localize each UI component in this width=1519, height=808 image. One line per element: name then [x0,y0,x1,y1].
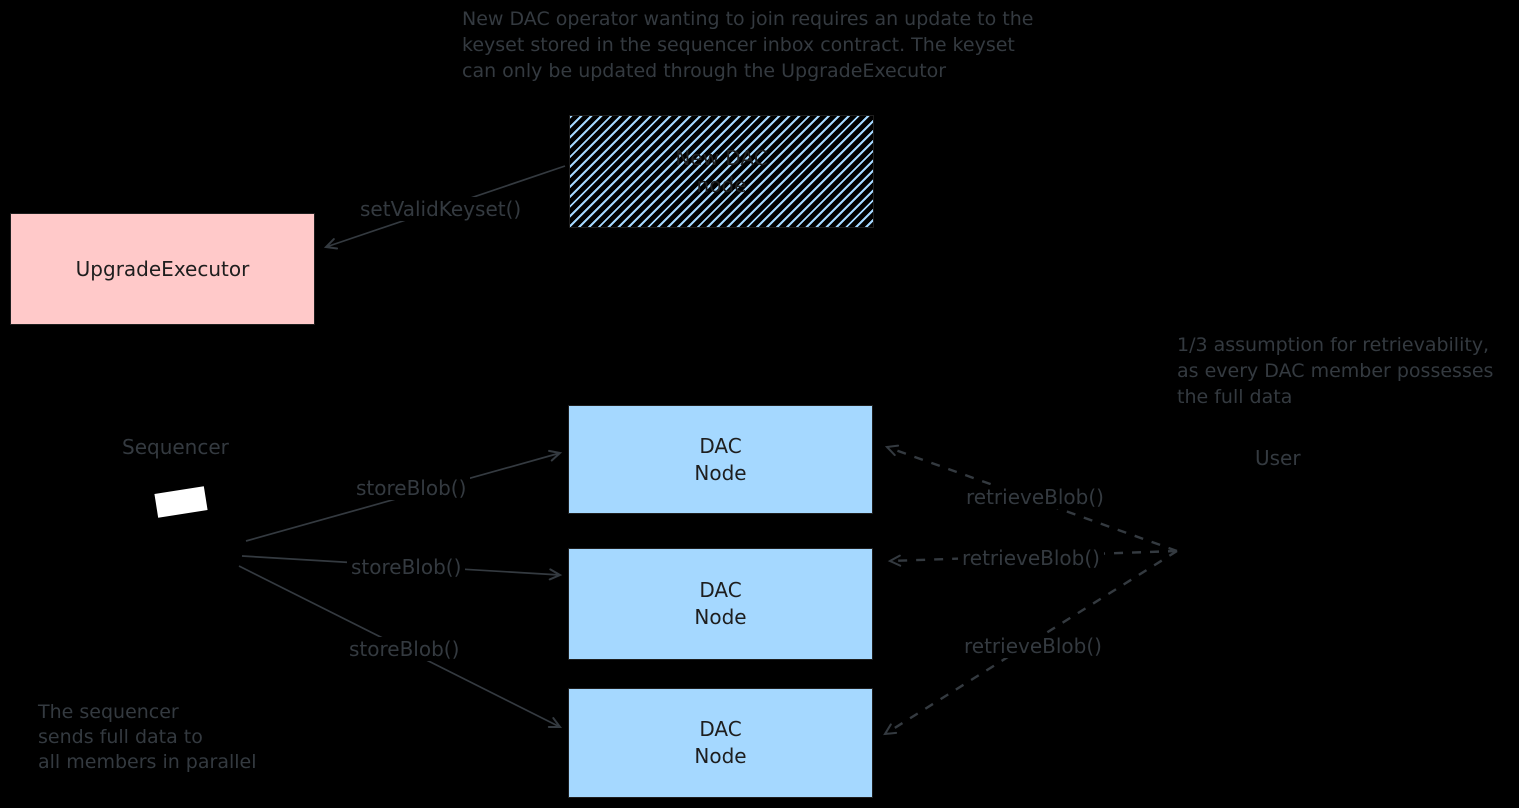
new-dac-node-box: New DAC node [569,115,874,228]
top-note-line: New DAC operator wanting to join require… [462,8,1034,30]
dac-node-label-line1: DAC [699,433,742,458]
retrieve-blob-label-2: retrieveBlob() [958,546,1104,570]
retrieve-blob-arrow-3 [883,549,1178,736]
retrieve-blob-label-3: retrieveBlob() [960,634,1106,658]
retrieve-blob-label-1: retrieveBlob() [962,485,1108,509]
set-valid-keyset-label: setValidKeyset() [356,197,526,221]
top-note: New DAC operator wanting to join require… [462,6,1033,84]
retrieve-blob-arrow-2 [887,549,1178,567]
dac-node-label-line2: Node [694,460,747,485]
bottom-left-note-line: The sequencer [38,701,179,723]
new-dac-node-label-line1: New DAC [675,145,768,170]
retrieve-blob-arrow-1 [884,444,1178,553]
dac-node-box-3: DAC Node [568,688,873,798]
dac-node-box-2: DAC Node [568,548,873,660]
dac-node-label-line1: DAC [699,717,742,741]
bottom-left-note-line: all members in parallel [38,751,257,773]
sequencer-label: Sequencer [122,435,229,459]
right-note: 1/3 assumption for retrievability, as ev… [1177,332,1493,410]
top-note-line: keyset stored in the sequencer inbox con… [462,34,1015,56]
dac-node-label-line2: Node [694,605,747,629]
store-blob-label-3: storeBlob() [345,637,464,661]
upgrade-executor-label: UpgradeExecutor [75,256,250,281]
right-note-line: 1/3 assumption for retrievability, [1177,334,1490,356]
dac-node-label-line1: DAC [699,578,742,602]
bottom-left-note: The sequencer sends full data to all mem… [38,700,257,775]
upgrade-executor-box: UpgradeExecutor [10,213,315,325]
user-label: User [1255,446,1301,470]
top-note-line: can only be updated through the UpgradeE… [462,60,947,82]
dac-node-label-line2: Node [694,744,747,768]
dac-node-box-1: DAC Node [568,405,873,514]
store-blob-label-1: storeBlob() [352,476,471,500]
right-note-line: the full data [1177,386,1293,408]
store-blob-label-2: storeBlob() [347,555,466,579]
bottom-left-note-line: sends full data to [38,726,203,748]
right-note-line: as every DAC member possesses [1177,360,1494,382]
new-dac-node-label-line2: node [696,172,747,197]
